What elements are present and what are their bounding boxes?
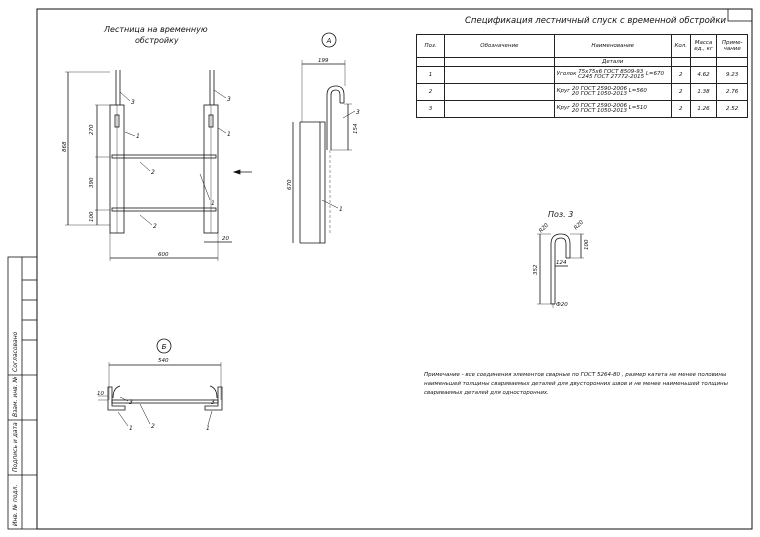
pos3-title: Поз. 3	[548, 210, 573, 219]
pos3-detail	[537, 233, 584, 308]
callout-3: 3	[129, 399, 133, 406]
dim-20: 20	[222, 236, 229, 242]
view-a-label: А	[326, 37, 332, 45]
table-row: 1 Уголок 75х75х6 ГОСТ 8509-93 С245 ГОСТ …	[415, 66, 748, 84]
callout-1: 1	[129, 425, 133, 432]
spec-title: Спецификация лестничный спуск с временно…	[465, 16, 726, 26]
callout-2: 2	[151, 169, 155, 176]
note-block: Примечание - все соединения элементов св…	[424, 372, 728, 396]
dim-10: 10	[97, 391, 104, 397]
main-view-title-2: обстройку	[135, 36, 179, 45]
callout-2: 2	[153, 223, 157, 230]
sheet-number-box	[727, 8, 753, 22]
col-name: Наименование	[553, 34, 672, 58]
dim-600: 600	[158, 252, 169, 258]
dim-154: 154	[353, 123, 359, 134]
stamp-podpis: Подпись и дата	[12, 422, 19, 472]
view-b	[98, 338, 223, 427]
dim-r20-a: R20	[538, 222, 550, 234]
callout-3: 3	[211, 399, 215, 406]
col-note: Приме-чание	[716, 34, 748, 58]
section-label: Детали	[553, 57, 672, 67]
dim-199: 199	[318, 58, 329, 64]
dim-390: 390	[89, 177, 95, 188]
stamp-inv: Инв. № подл.	[12, 485, 19, 526]
table-row: 2 Круг 20 ГОСТ 2590-2006 20 ГОСТ 1050-20…	[415, 83, 748, 101]
col-pos: Поз.	[415, 34, 446, 58]
spec-table: Поз. Обозначение Наименование Кол. Масса…	[415, 34, 748, 118]
dim-670: 670	[287, 179, 293, 190]
callout-1: 1	[211, 200, 215, 207]
callout-3: 3	[227, 96, 231, 103]
callout-2: 2	[151, 423, 155, 430]
dim-100: 100	[89, 211, 95, 222]
main-view-title-1: Лестница на временную	[103, 25, 208, 34]
dim-352: 352	[533, 264, 539, 275]
dim-540: 540	[158, 358, 169, 364]
dim-f20: Ф20	[556, 302, 568, 308]
col-mass: Масса ед., кг	[689, 34, 718, 58]
view-a	[292, 32, 356, 244]
ladder-front-view	[65, 70, 252, 261]
side-stamp	[7, 256, 38, 530]
callout-3: 3	[356, 109, 360, 116]
dim-868: 868	[62, 141, 68, 152]
callout-1: 1	[339, 206, 343, 213]
col-qty: Кол.	[670, 34, 691, 58]
callout-1: 1	[136, 133, 140, 140]
dim-270: 270	[89, 124, 95, 135]
callout-3: 3	[131, 99, 135, 106]
col-designation: Обозначение	[444, 34, 555, 58]
callout-1: 1	[227, 131, 231, 138]
stamp-soglasovano: Согласовано	[12, 331, 19, 372]
view-b-label: Б	[162, 343, 167, 351]
dim-pos3-100: 100	[584, 239, 590, 250]
dim-124: 124	[556, 260, 567, 266]
table-row: 3 Круг 20 ГОСТ 2590-2006 20 ГОСТ 1050-20…	[415, 100, 748, 118]
stamp-vzam: Взам. инв. №	[12, 376, 19, 417]
dim-r20-b: R20	[573, 219, 585, 231]
callout-1: 1	[206, 425, 210, 432]
